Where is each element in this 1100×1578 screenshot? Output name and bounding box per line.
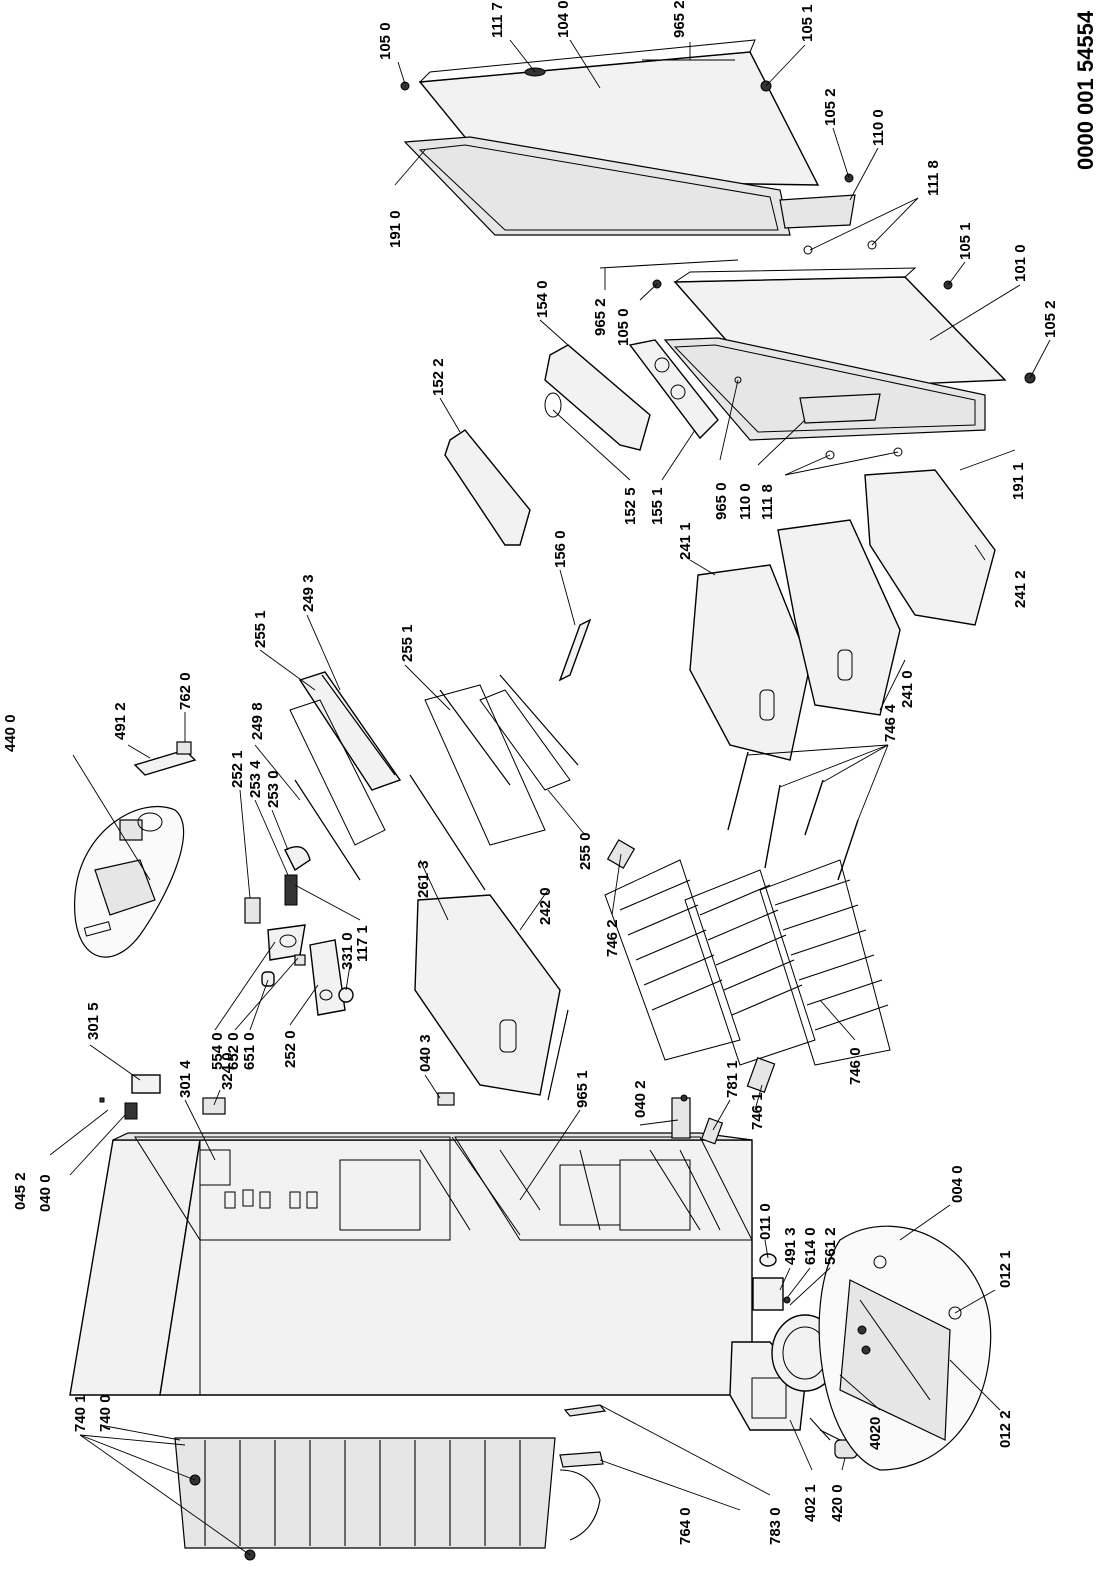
electronics-blob — [74, 805, 185, 958]
label-105-2-mid: 105 2 — [1042, 300, 1059, 338]
label-110-0-mid: 110 0 — [737, 483, 754, 520]
label-651-0: 651 0 — [241, 1032, 258, 1070]
door-bins — [444, 339, 719, 546]
document-number: 0000 001 54554 — [1073, 10, 1098, 170]
label-105-1-top: 105 1 — [799, 4, 816, 42]
label-261-3: 261 3 — [415, 860, 432, 898]
label-104-0: 104 0 — [555, 0, 572, 38]
label-762-0: 762 0 — [177, 672, 194, 710]
label-301-5: 301 5 — [85, 1002, 102, 1040]
lower-door — [599, 259, 1007, 441]
label-652-0: 652 0 — [225, 1032, 242, 1070]
label-965-0: 965 0 — [713, 482, 730, 520]
label-155-1: 155 1 — [649, 487, 666, 525]
part-762-0 — [176, 741, 192, 755]
label-105-1-mid: 105 1 — [957, 222, 974, 260]
label-324-0: 324 0 — [219, 1052, 236, 1090]
label-154-0: 154 0 — [534, 280, 551, 318]
label-301-4: 301 4 — [177, 1060, 194, 1098]
label-111-8-top: 111 8 — [925, 160, 942, 196]
leader-lines — [49, 39, 1051, 1556]
label-554-0: 554 0 — [209, 1032, 226, 1070]
label-614-0: 614 0 — [802, 1227, 819, 1265]
tray-156 — [558, 618, 592, 682]
label-111-7: 111 7 — [489, 2, 506, 38]
label-040-2: 040 2 — [632, 1080, 649, 1118]
label-012-1: 012 1 — [997, 1250, 1014, 1288]
compressor-baseplate-blob — [818, 1225, 992, 1471]
upper-door — [403, 39, 856, 236]
label-252-1: 252 1 — [229, 750, 246, 788]
label-4020: 4020 — [867, 1417, 884, 1450]
label-253-0: 253 0 — [265, 770, 282, 808]
label-105-0-top: 105 0 — [377, 22, 394, 60]
label-491-2: 491 2 — [112, 702, 129, 740]
bottom-bracket — [752, 1253, 791, 1311]
label-402-1: 402 1 — [802, 1484, 819, 1522]
label-045-2: 045 2 — [12, 1172, 29, 1210]
label-191-1: 191 1 — [1010, 462, 1027, 500]
label-241-1: 241 1 — [677, 522, 694, 560]
label-440-0: 440 0 — [2, 714, 19, 752]
label-241-0: 241 0 — [899, 670, 916, 708]
label-561-2: 561 2 — [822, 1227, 839, 1265]
part-labels: 105 0 111 7 104 0 965 2 105 1 105 2 110 … — [2, 0, 1059, 1545]
label-111-8-mid: 111 8 — [759, 484, 776, 520]
label-011-0: 011 0 — [757, 1203, 774, 1240]
label-249-3: 249 3 — [300, 574, 317, 612]
label-110-0-top: 110 0 — [870, 109, 887, 146]
label-746-1: 746 1 — [749, 1092, 766, 1130]
label-004-0: 004 0 — [949, 1165, 966, 1203]
label-781-1: 781 1 — [724, 1060, 741, 1098]
fan-assembly — [244, 846, 354, 1016]
label-040-0: 040 0 — [37, 1174, 54, 1212]
evaporator-grids — [604, 859, 891, 1066]
label-105-0-mid: 105 0 — [615, 308, 632, 346]
label-152-2: 152 2 — [430, 358, 447, 396]
crisper-drawer — [414, 894, 569, 1101]
label-491-3: 491 3 — [782, 1227, 799, 1265]
label-420-0: 420 0 — [829, 1484, 846, 1522]
compressor-group — [729, 1314, 858, 1459]
support-rails — [606, 751, 859, 1145]
small-parts-left — [99, 1074, 691, 1139]
label-101-0: 101 0 — [1012, 244, 1029, 282]
label-242-0: 242 0 — [537, 887, 554, 925]
label-965-1: 965 1 — [574, 1070, 591, 1108]
label-740-0: 740 0 — [97, 1394, 114, 1432]
drawers-upper — [689, 469, 996, 761]
label-746-4: 746 4 — [882, 704, 899, 742]
panel-491-2 — [133, 749, 197, 776]
label-241-2: 241 2 — [1012, 570, 1029, 608]
label-746-2: 746 2 — [604, 919, 621, 957]
label-255-0: 255 0 — [577, 832, 594, 870]
label-152-5: 152 5 — [622, 487, 639, 525]
label-249-8: 249 8 — [249, 702, 266, 740]
condenser-coil — [174, 1437, 601, 1561]
label-255-1-mid: 255 1 — [399, 624, 416, 662]
label-253-4: 253 4 — [247, 760, 264, 798]
label-105-2-top: 105 2 — [822, 88, 839, 126]
label-040-3: 040 3 — [417, 1034, 434, 1072]
label-156-0: 156 0 — [552, 530, 569, 568]
cabinet-body — [69, 1132, 753, 1396]
label-117-1: 117 1 — [354, 925, 371, 962]
label-764-0: 764 0 — [677, 1507, 694, 1545]
label-965-2-top: 965 2 — [671, 0, 688, 38]
label-740-1: 740 1 — [72, 1394, 89, 1432]
label-965-2-mid: 965 2 — [592, 298, 609, 336]
label-783-0: 783 0 — [767, 1507, 784, 1545]
label-012-2: 012 2 — [997, 1410, 1014, 1448]
label-746-0: 746 0 — [847, 1047, 864, 1085]
label-252-0: 252 0 — [282, 1030, 299, 1068]
capillary-tube — [559, 1404, 607, 1468]
glass-shelves — [289, 671, 579, 891]
label-331-0: 331 0 — [339, 932, 356, 970]
label-191-0: 191 0 — [387, 210, 404, 248]
label-255-1-left: 255 1 — [252, 610, 269, 648]
